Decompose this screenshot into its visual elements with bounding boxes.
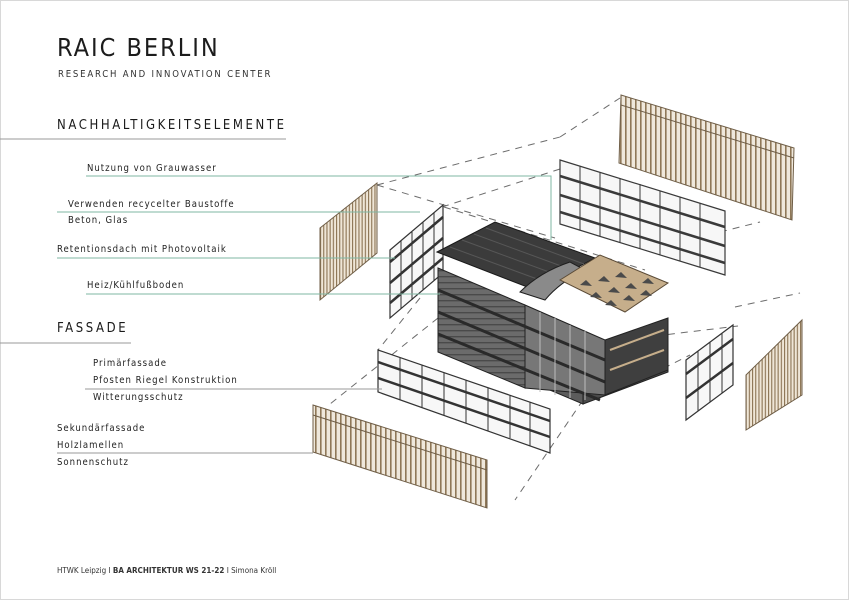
sustainability-heading: NACHHALTIGKEITSELEMENTE (57, 118, 287, 133)
facade-heading: FASSADE (57, 321, 129, 336)
glass-facade-top (559, 159, 726, 276)
label-retention-roof: Retentionsdach mit Photovoltaik (57, 244, 227, 255)
glass-facade-right (685, 323, 734, 422)
wood-facade-right (745, 318, 803, 431)
label-primary-facade: Primärfassade (93, 358, 168, 369)
label-wood-louvers: Holzlamellen (57, 440, 125, 451)
label-weather-protection: Witterungsschutz (93, 392, 184, 403)
label-secondary-facade: Sekundärfassade (57, 423, 146, 434)
footer-program: BA ARCHITEKTUR WS 21-22 (112, 566, 225, 575)
footer-author: Simona Kröll (231, 566, 277, 575)
wood-facade-top-right (618, 94, 795, 221)
glass-facade-front (377, 349, 551, 454)
leader-lines (57, 175, 552, 454)
page-subtitle: RESEARCH AND INNOVATION CENTER (58, 69, 273, 80)
label-sun-shading: Sonnenschutz (57, 457, 129, 468)
underlines (0, 138, 286, 344)
label-greywater: Nutzung von Grauwasser (87, 163, 217, 174)
label-post-beam: Pfosten Riegel Konstruktion (93, 375, 238, 386)
footer-school: HTWK Leipzig (57, 566, 107, 575)
label-recycled-materials: Verwenden recycelter Baustoffe (68, 199, 235, 210)
label-floor-heating: Heiz/Kühlfußboden (87, 280, 185, 291)
wood-facade-left (319, 181, 378, 302)
glass-facade-left (389, 203, 444, 320)
label-concrete-glass: Beton, Glas (68, 215, 129, 226)
footer: HTWK Leipzig I BA ARCHITEKTUR WS 21-22 I… (57, 566, 277, 575)
building-core (435, 221, 670, 405)
wood-facade-front (312, 404, 488, 509)
page-title: RAIC BERLIN (57, 33, 220, 62)
